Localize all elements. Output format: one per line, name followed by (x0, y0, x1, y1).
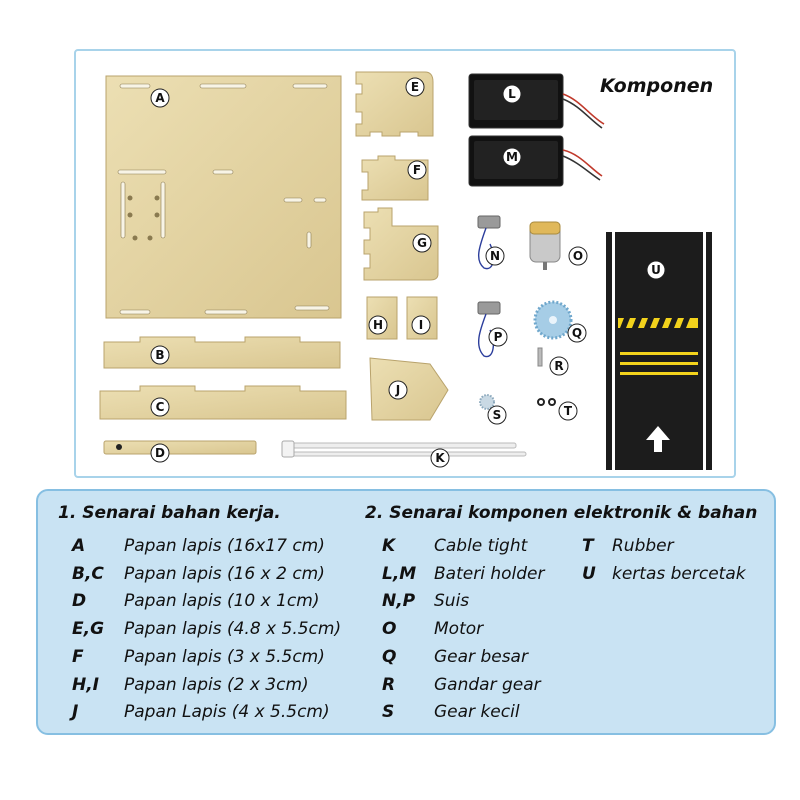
label-g: G (412, 233, 432, 253)
component-row-desc: Suis (434, 591, 470, 612)
plywood-piece-g (363, 207, 439, 281)
label-l: L (502, 84, 522, 104)
material-row-desc: Papan lapis (10 x 1cm) (124, 591, 320, 612)
materials-list-panel (36, 489, 776, 735)
material-row-key: F (72, 646, 84, 667)
label-text-q: Q (572, 326, 582, 340)
component-row-key: S (382, 702, 395, 723)
label-text-i: I (419, 318, 423, 332)
component-row-key: O (382, 619, 397, 640)
motor-o (529, 221, 561, 270)
label-text-d: D (155, 446, 165, 460)
component-extra-row-desc: kertas bercetak (612, 563, 746, 584)
plywood-board-a (105, 75, 342, 319)
label-text-j: J (395, 383, 400, 397)
material-row-desc: Papan Lapis (4 x 5.5cm) (124, 702, 330, 723)
component-extra-row-key: U (582, 563, 596, 584)
label-i: I (411, 315, 431, 335)
label-p: P (488, 327, 508, 347)
label-e: E (405, 77, 425, 97)
gear-small-s (479, 394, 495, 410)
label-text-e: E (411, 80, 419, 94)
label-text-m: M (506, 150, 518, 164)
component-row-key: R (382, 674, 396, 695)
cable-tie-k (281, 440, 527, 458)
label-text-u: U (651, 263, 661, 277)
components-heading: Komponen (600, 75, 714, 97)
label-j: J (388, 380, 408, 400)
component-row-desc: Gandar gear (434, 674, 541, 695)
label-text-o: O (573, 249, 583, 263)
component-row-desc: Gear kecil (434, 702, 520, 723)
label-text-f: F (413, 163, 421, 177)
material-row-key: H,I (72, 674, 100, 695)
plywood-strip-b (103, 336, 341, 369)
label-b: B (150, 345, 170, 365)
label-text-s: S (493, 408, 502, 422)
label-n: N (485, 246, 505, 266)
label-text-l: L (508, 87, 516, 101)
component-row-key: K (382, 536, 396, 556)
label-c: C (150, 397, 170, 417)
material-row-key: B,C (72, 563, 104, 584)
section2-title: 2. Senarai komponen elektronik & bahan (365, 503, 758, 523)
material-row-desc: Papan lapis (4.8 x 5.5cm) (124, 619, 342, 640)
plywood-strip-d (103, 440, 257, 455)
material-row-desc: Papan lapis (2 x 3cm) (124, 674, 309, 695)
label-t: T (558, 401, 578, 421)
label-d: D (150, 443, 170, 463)
material-row-desc: Papan lapis (16x17 cm) (124, 536, 325, 556)
component-row-desc: Gear besar (434, 646, 528, 667)
label-text-p: P (494, 330, 503, 344)
material-row-key: A (72, 536, 86, 556)
label-text-c: C (156, 400, 165, 414)
arrow-up-icon (646, 426, 670, 452)
label-s: S (487, 405, 507, 425)
label-a: A (150, 88, 170, 108)
component-extra-row-key: T (582, 536, 594, 556)
component-row-desc: Bateri holder (434, 563, 545, 584)
label-text-g: G (417, 236, 427, 250)
label-f: F (407, 160, 427, 180)
label-text-b: B (155, 348, 164, 362)
label-o: O (568, 246, 588, 266)
label-u: U (646, 260, 666, 280)
battery-holder-l (468, 73, 605, 129)
material-row-key: D (72, 591, 87, 612)
label-text-h: H (373, 318, 383, 332)
section1-title: 1. Senarai bahan kerja. (58, 503, 281, 523)
material-row-key: J (72, 702, 79, 723)
material-row-desc: Papan lapis (3 x 5.5cm) (124, 646, 325, 667)
battery-holder-m (468, 135, 603, 187)
label-h: H (368, 315, 388, 335)
label-text-k: K (435, 451, 445, 465)
label-r: R (549, 356, 569, 376)
label-text-r: R (554, 359, 563, 373)
label-text-a: A (155, 91, 165, 105)
gear-axle-r (537, 347, 543, 367)
component-row-key: Q (382, 646, 397, 667)
label-m: M (502, 147, 522, 167)
label-k: K (430, 448, 450, 468)
label-text-n: N (490, 249, 500, 263)
gear-large-q (533, 300, 573, 340)
component-extra-row-desc: Rubber (612, 536, 674, 556)
label-q: Q (567, 323, 587, 343)
plywood-piece-j (369, 357, 449, 421)
material-row-desc: Papan lapis (16 x 2 cm) (124, 563, 325, 584)
label-text-t: T (564, 404, 573, 418)
rubber-t (537, 398, 556, 406)
component-row-desc: Cable tight (434, 536, 528, 556)
component-row-key: N,P (382, 591, 416, 612)
plywood-strip-c (99, 385, 347, 420)
component-row-key: L,M (382, 563, 417, 584)
component-row-desc: Motor (434, 619, 484, 640)
material-row-key: E,G (72, 619, 105, 640)
